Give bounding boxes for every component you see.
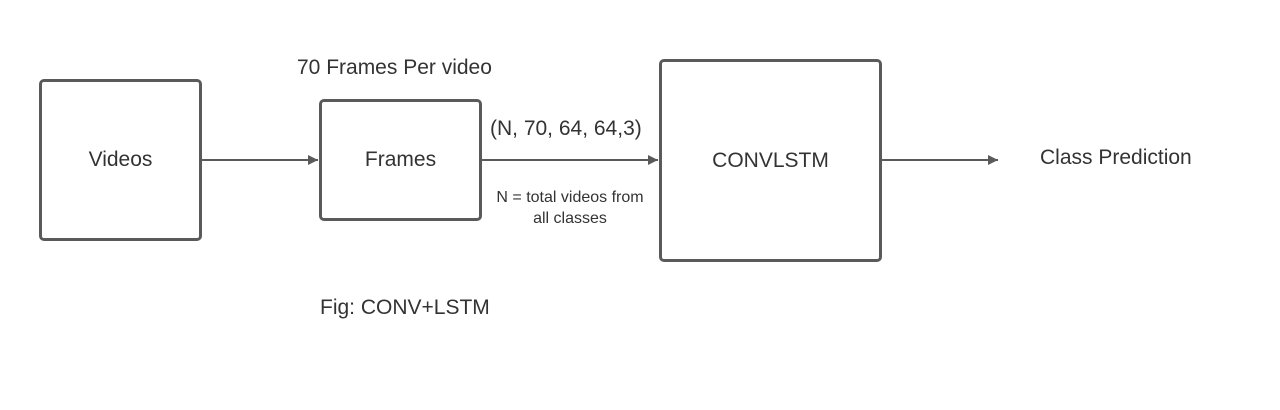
class-prediction-label: Class Prediction — [1040, 146, 1192, 169]
frames-box: Frames — [319, 99, 482, 221]
n-definition-line-1: N = total videos from — [496, 189, 644, 206]
n-definition-line-2: all classes — [533, 210, 607, 227]
convlstm-box: CONVLSTM — [659, 59, 882, 262]
figure-caption: Fig: CONV+LSTM — [320, 296, 490, 319]
videos-box: Videos — [39, 79, 202, 241]
frames-label: Frames — [364, 148, 437, 171]
n-definition-note: N = total videos from all classes — [480, 187, 660, 229]
tensor-shape-annotation: (N, 70, 64, 64,3) — [490, 117, 642, 140]
videos-label: Videos — [88, 148, 153, 171]
frames-per-video-annotation: 70 Frames Per video — [297, 56, 492, 79]
convlstm-label: CONVLSTM — [712, 148, 829, 172]
